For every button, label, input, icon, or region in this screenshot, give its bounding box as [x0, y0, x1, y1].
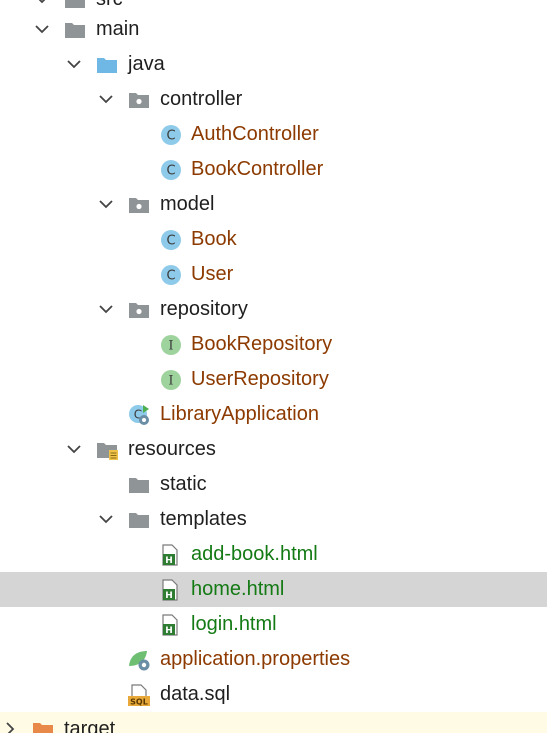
folder-icon [33, 723, 53, 733]
tree-item-label: static [160, 473, 207, 495]
chevron-right-icon[interactable] [2, 721, 18, 733]
interface-icon: I [161, 335, 181, 355]
package-icon [129, 303, 149, 318]
tree-item-label: target [64, 718, 116, 733]
svg-text:C: C [134, 408, 142, 422]
tree-item-label: model [160, 193, 215, 215]
tree-item-label: src [96, 0, 123, 17]
tree-item-library-application[interactable]: C LibraryApplication [0, 397, 547, 432]
chevron-down-icon[interactable] [34, 21, 50, 37]
html-file-icon: H [162, 579, 178, 601]
folder-icon [129, 478, 149, 493]
svg-text:I: I [168, 339, 173, 354]
tree-item-target[interactable]: target [0, 712, 547, 733]
folder-icon [129, 513, 149, 528]
svg-text:H: H [165, 556, 173, 566]
tree-item-label: login.html [191, 613, 277, 635]
class-icon: C [161, 265, 181, 285]
tree-item-label: AuthController [191, 123, 319, 145]
spring-boot-app-icon: C [129, 405, 149, 425]
tree-item-label: java [128, 53, 165, 75]
chevron-down-icon[interactable] [66, 56, 82, 72]
tree-item-label: resources [128, 438, 216, 460]
tree-item-label: LibraryApplication [160, 403, 319, 425]
tree-item-label: data.sql [160, 683, 231, 705]
tree-item-label: templates [160, 508, 247, 530]
class-icon: C [161, 160, 181, 180]
tree-item-label: Book [191, 228, 237, 250]
interface-icon: I [161, 370, 181, 390]
tree-item-label: BookController [191, 158, 324, 180]
svg-text:C: C [166, 129, 175, 144]
tree-item-label: main [96, 18, 140, 40]
tree-item-controller[interactable]: controller [0, 82, 547, 117]
svg-text:H: H [165, 626, 173, 636]
folder-icon [65, 0, 85, 8]
tree-item-label: repository [160, 298, 248, 320]
svg-text:C: C [166, 269, 175, 284]
spring-properties-icon [129, 651, 150, 671]
tree-item-label: UserRepository [191, 368, 329, 390]
tree-item-book-repository[interactable]: I BookRepository [0, 327, 547, 362]
tree-item-src[interactable]: src [0, 0, 547, 17]
sql-file-icon: SQL [128, 684, 150, 706]
tree-item-login-html[interactable]: H login.html [0, 607, 547, 642]
package-icon [129, 93, 149, 108]
tree-item-label: application.properties [160, 648, 351, 670]
svg-text:C: C [166, 234, 175, 249]
folder-icon [65, 23, 85, 38]
tree-item-book-controller[interactable]: C BookController [0, 152, 547, 187]
tree-item-main[interactable]: main [0, 12, 547, 47]
source-folder-icon [97, 58, 117, 73]
tree-item-label: add-book.html [191, 543, 318, 565]
tree-item-auth-controller[interactable]: C AuthController [0, 117, 547, 152]
tree-item-static[interactable]: static [0, 467, 547, 502]
svg-text:H: H [165, 591, 173, 601]
tree-item-label: User [191, 263, 234, 285]
svg-text:C: C [166, 164, 175, 179]
tree-item-book[interactable]: C Book [0, 222, 547, 257]
chevron-down-icon[interactable] [98, 91, 114, 107]
tree-item-label: BookRepository [191, 333, 333, 355]
chevron-down-icon[interactable] [34, 0, 50, 7]
tree-item-application-properties[interactable]: application.properties [0, 642, 547, 677]
tree-item-home-html[interactable]: H home.html [0, 572, 547, 607]
tree-item-add-book-html[interactable]: H add-book.html [0, 537, 547, 572]
class-icon: C [161, 230, 181, 250]
html-file-icon: H [162, 614, 178, 636]
tree-item-data-sql[interactable]: SQL data.sql [0, 677, 547, 712]
resources-folder-icon [97, 443, 118, 460]
tree-item-resources[interactable]: resources [0, 432, 547, 467]
tree-item-label: home.html [191, 578, 285, 600]
tree-item-model[interactable]: model [0, 187, 547, 222]
chevron-down-icon[interactable] [98, 511, 114, 527]
class-icon: C [161, 125, 181, 145]
chevron-down-icon[interactable] [98, 301, 114, 317]
svg-text:I: I [168, 374, 173, 389]
chevron-down-icon[interactable] [66, 441, 82, 457]
package-icon [129, 198, 149, 213]
tree-item-user-repository[interactable]: I UserRepository [0, 362, 547, 397]
tree-item-user[interactable]: C User [0, 257, 547, 292]
tree-item-templates[interactable]: templates [0, 502, 547, 537]
html-file-icon: H [162, 544, 178, 566]
tree-item-repository[interactable]: repository [0, 292, 547, 327]
svg-text:SQL: SQL [130, 698, 148, 707]
tree-item-label: controller [160, 88, 243, 110]
tree-item-java[interactable]: java [0, 47, 547, 82]
chevron-down-icon[interactable] [98, 196, 114, 212]
